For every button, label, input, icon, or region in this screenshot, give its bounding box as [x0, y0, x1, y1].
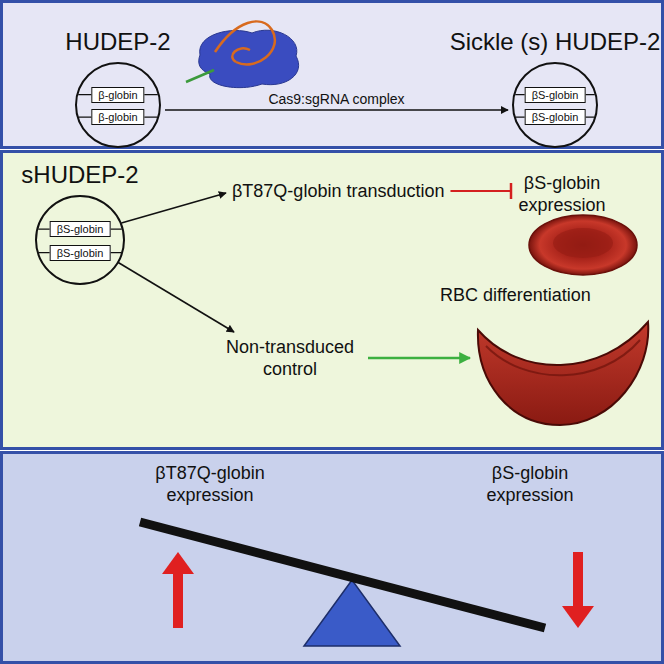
bottom-panel [2, 453, 663, 663]
differentiation-arrow [368, 357, 470, 360]
cell-circle: sHUDEP-2βS-globinβS-globin [35, 195, 125, 285]
branch-arrow [121, 193, 226, 223]
seesaw [140, 522, 545, 646]
edge-label: Cas9:sgRNA complex [268, 91, 404, 107]
annotation-text: βS-globin expression [475, 462, 585, 506]
inhibition-bar [510, 183, 513, 199]
gene-box: βS-globin [50, 221, 111, 237]
circle-outline [35, 195, 125, 285]
decrease-arrow [562, 552, 594, 628]
top-panel [2, 2, 663, 148]
annotation-text: βT87Q-globin expression [135, 462, 285, 506]
gene-label: βS-globin [57, 223, 104, 235]
circle-outline [512, 62, 598, 148]
circle-outline [75, 62, 161, 148]
gene-box: βS-globin [525, 109, 586, 125]
gene-label: βS-globin [532, 111, 579, 123]
increase-arrow [162, 552, 194, 628]
gene-label: βS-globin [57, 247, 104, 259]
cell-outline [76, 63, 160, 147]
annotation-text: Non-transduced control [220, 336, 360, 380]
normal-rbc [529, 215, 637, 275]
inhibition-line [450, 190, 511, 192]
gene-box: βS-globin [50, 245, 111, 261]
cell-outline [513, 63, 597, 147]
gene-box: β-globin [91, 109, 144, 125]
cell-outline [36, 196, 124, 284]
gene-label: βS-globin [532, 89, 579, 101]
gene-box: βS-globin [525, 87, 586, 103]
cell-heading: HUDEP-2 [65, 28, 170, 56]
cell-circle: Sickle (s) HUDEP-2βS-globinβS-globin [512, 62, 598, 148]
annotation-text: βS-globin expression [512, 172, 612, 216]
gene-label: β-globin [98, 89, 137, 101]
branch-arrow [118, 263, 234, 333]
gene-box: β-globin [91, 87, 144, 103]
cell-circle: HUDEP-2β-globinβ-globin [75, 62, 161, 148]
sickle-rbc [478, 322, 648, 425]
middle-panel [2, 152, 663, 449]
gene-label: β-globin [98, 111, 137, 123]
cell-heading: Sickle (s) HUDEP-2 [450, 28, 661, 56]
annotation-text: RBC differentiation [440, 284, 591, 306]
annotation-text: βT87Q-globin transduction [232, 180, 444, 202]
process-arrow [165, 109, 508, 111]
cell-heading: sHUDEP-2 [21, 161, 138, 189]
cas9-protein [186, 21, 299, 87]
